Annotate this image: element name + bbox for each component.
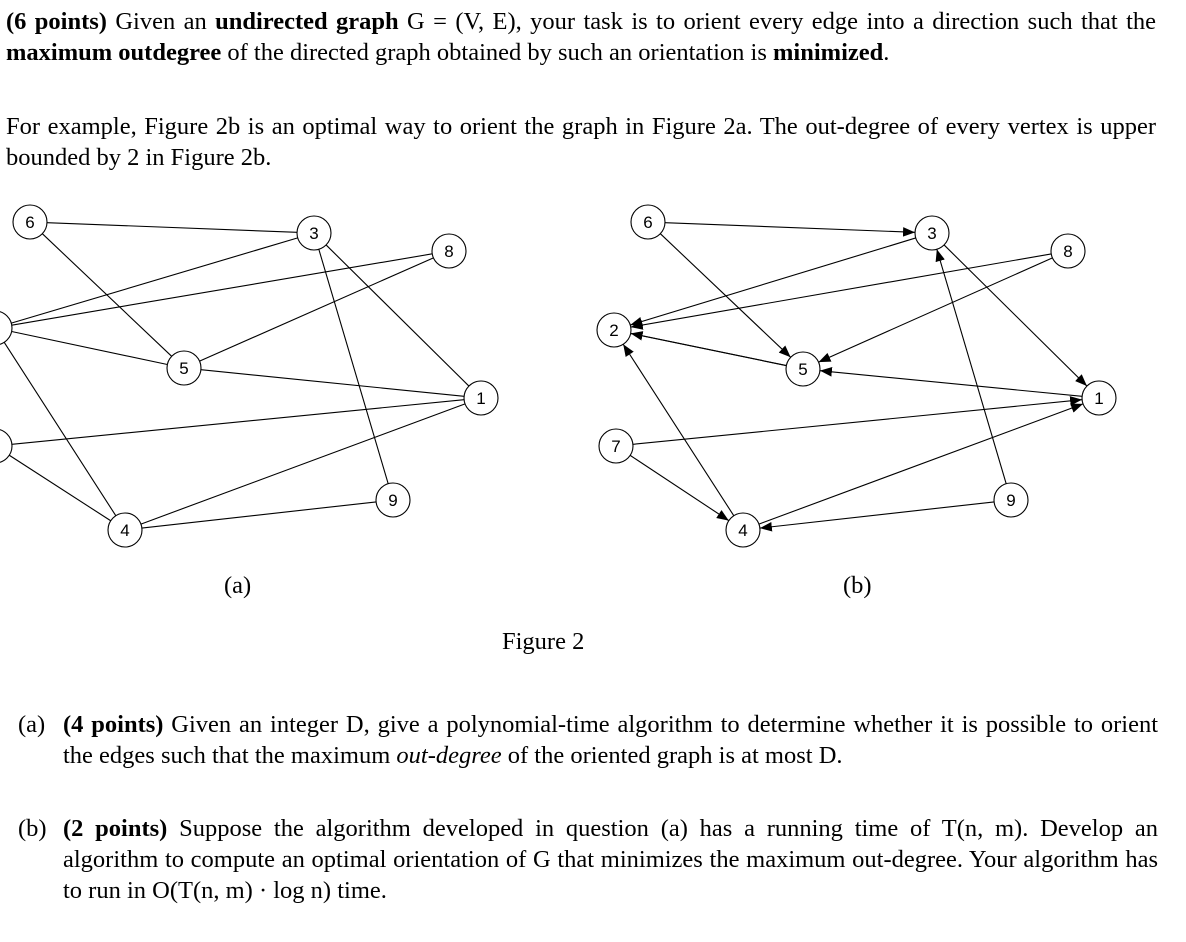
edge-3-9 <box>318 249 389 484</box>
node-label: 5 <box>179 359 188 378</box>
node-4: 4 <box>107 512 143 548</box>
node-label: 1 <box>476 389 485 408</box>
edge-4-2 <box>622 343 735 517</box>
node-7: 7 <box>0 429 13 463</box>
edge-6-3 <box>664 222 916 237</box>
edge-8-5 <box>818 257 1053 363</box>
edge-8-2 <box>630 253 1052 330</box>
edge-8-2 <box>11 253 433 326</box>
node-label: 7 <box>611 437 620 456</box>
edge-8-5 <box>199 257 434 362</box>
graph-a: 1 2 3 4 5 6 7 8 9 <box>0 204 499 548</box>
edge-6-3 <box>46 222 298 233</box>
node-1: 1 <box>463 380 499 416</box>
edge-3-1 <box>325 244 470 387</box>
node-label: 9 <box>1006 491 1015 510</box>
node-label: 2 <box>609 321 618 340</box>
node-6: 6 <box>630 204 666 240</box>
problem-statement: (6 points) Given an undirected graph G =… <box>6 8 1157 66</box>
edge-4-9 <box>141 501 377 529</box>
node-8: 8 <box>431 233 467 269</box>
node-5: 5 <box>785 351 821 387</box>
node-label: 1 <box>1094 389 1103 408</box>
points-label: (6 points) <box>6 8 107 35</box>
graph-b: 1 2 3 4 5 6 7 8 9 <box>596 204 1117 548</box>
node-label: 5 <box>798 360 807 379</box>
node-1: 1 <box>1081 380 1117 416</box>
node-7: 7 <box>598 428 634 464</box>
edge-7-4 <box>629 454 730 522</box>
edge-4-1 <box>140 403 466 525</box>
node-2: 2 <box>0 311 13 345</box>
edge-9-3 <box>935 249 1007 484</box>
node-3: 3 <box>914 215 950 251</box>
edge-5-2 <box>630 331 787 367</box>
question-b-label: (b) <box>18 815 47 842</box>
node-8: 8 <box>1050 233 1086 269</box>
node-label: 9 <box>388 491 397 510</box>
node-2: 2 <box>596 312 632 348</box>
edge-5-1 <box>200 369 465 397</box>
edge-2-4 <box>3 341 117 517</box>
node-9: 9 <box>993 482 1029 518</box>
figure-2: 1 2 3 4 5 6 7 8 9 1 2 3 4 5 6 7 8 9 <box>0 204 1117 548</box>
node-9: 9 <box>375 482 411 518</box>
node-6: 6 <box>12 204 48 240</box>
subfigure-a-caption: (a) <box>224 572 252 599</box>
edge-2-5 <box>11 330 168 366</box>
edge-1-5 <box>819 367 1083 397</box>
edge-7-4 <box>8 454 112 522</box>
edge-9-4 <box>759 501 995 532</box>
node-3: 3 <box>296 215 332 251</box>
edge-4-1 <box>758 403 1084 525</box>
node-label: 4 <box>738 521 747 540</box>
node-label: 6 <box>25 213 34 232</box>
node-label: 4 <box>120 521 129 540</box>
node-label: 6 <box>643 213 652 232</box>
node-label: 8 <box>444 242 453 261</box>
question-a-label: (a) <box>18 711 46 738</box>
node-label: 3 <box>927 224 936 243</box>
figure-caption: Figure 2 <box>502 628 585 655</box>
node-5: 5 <box>166 350 202 386</box>
edge-7-1 <box>632 396 1083 445</box>
subfigure-b-caption: (b) <box>843 572 872 599</box>
node-label: 3 <box>309 224 318 243</box>
edge-3-2 <box>630 237 916 327</box>
node-label: 8 <box>1063 242 1072 261</box>
edge-3-2 <box>11 237 298 324</box>
example-paragraph: For example, Figure 2b is an optimal way… <box>6 113 1156 171</box>
node-4: 4 <box>725 512 761 548</box>
edge-7-1 <box>11 399 465 445</box>
